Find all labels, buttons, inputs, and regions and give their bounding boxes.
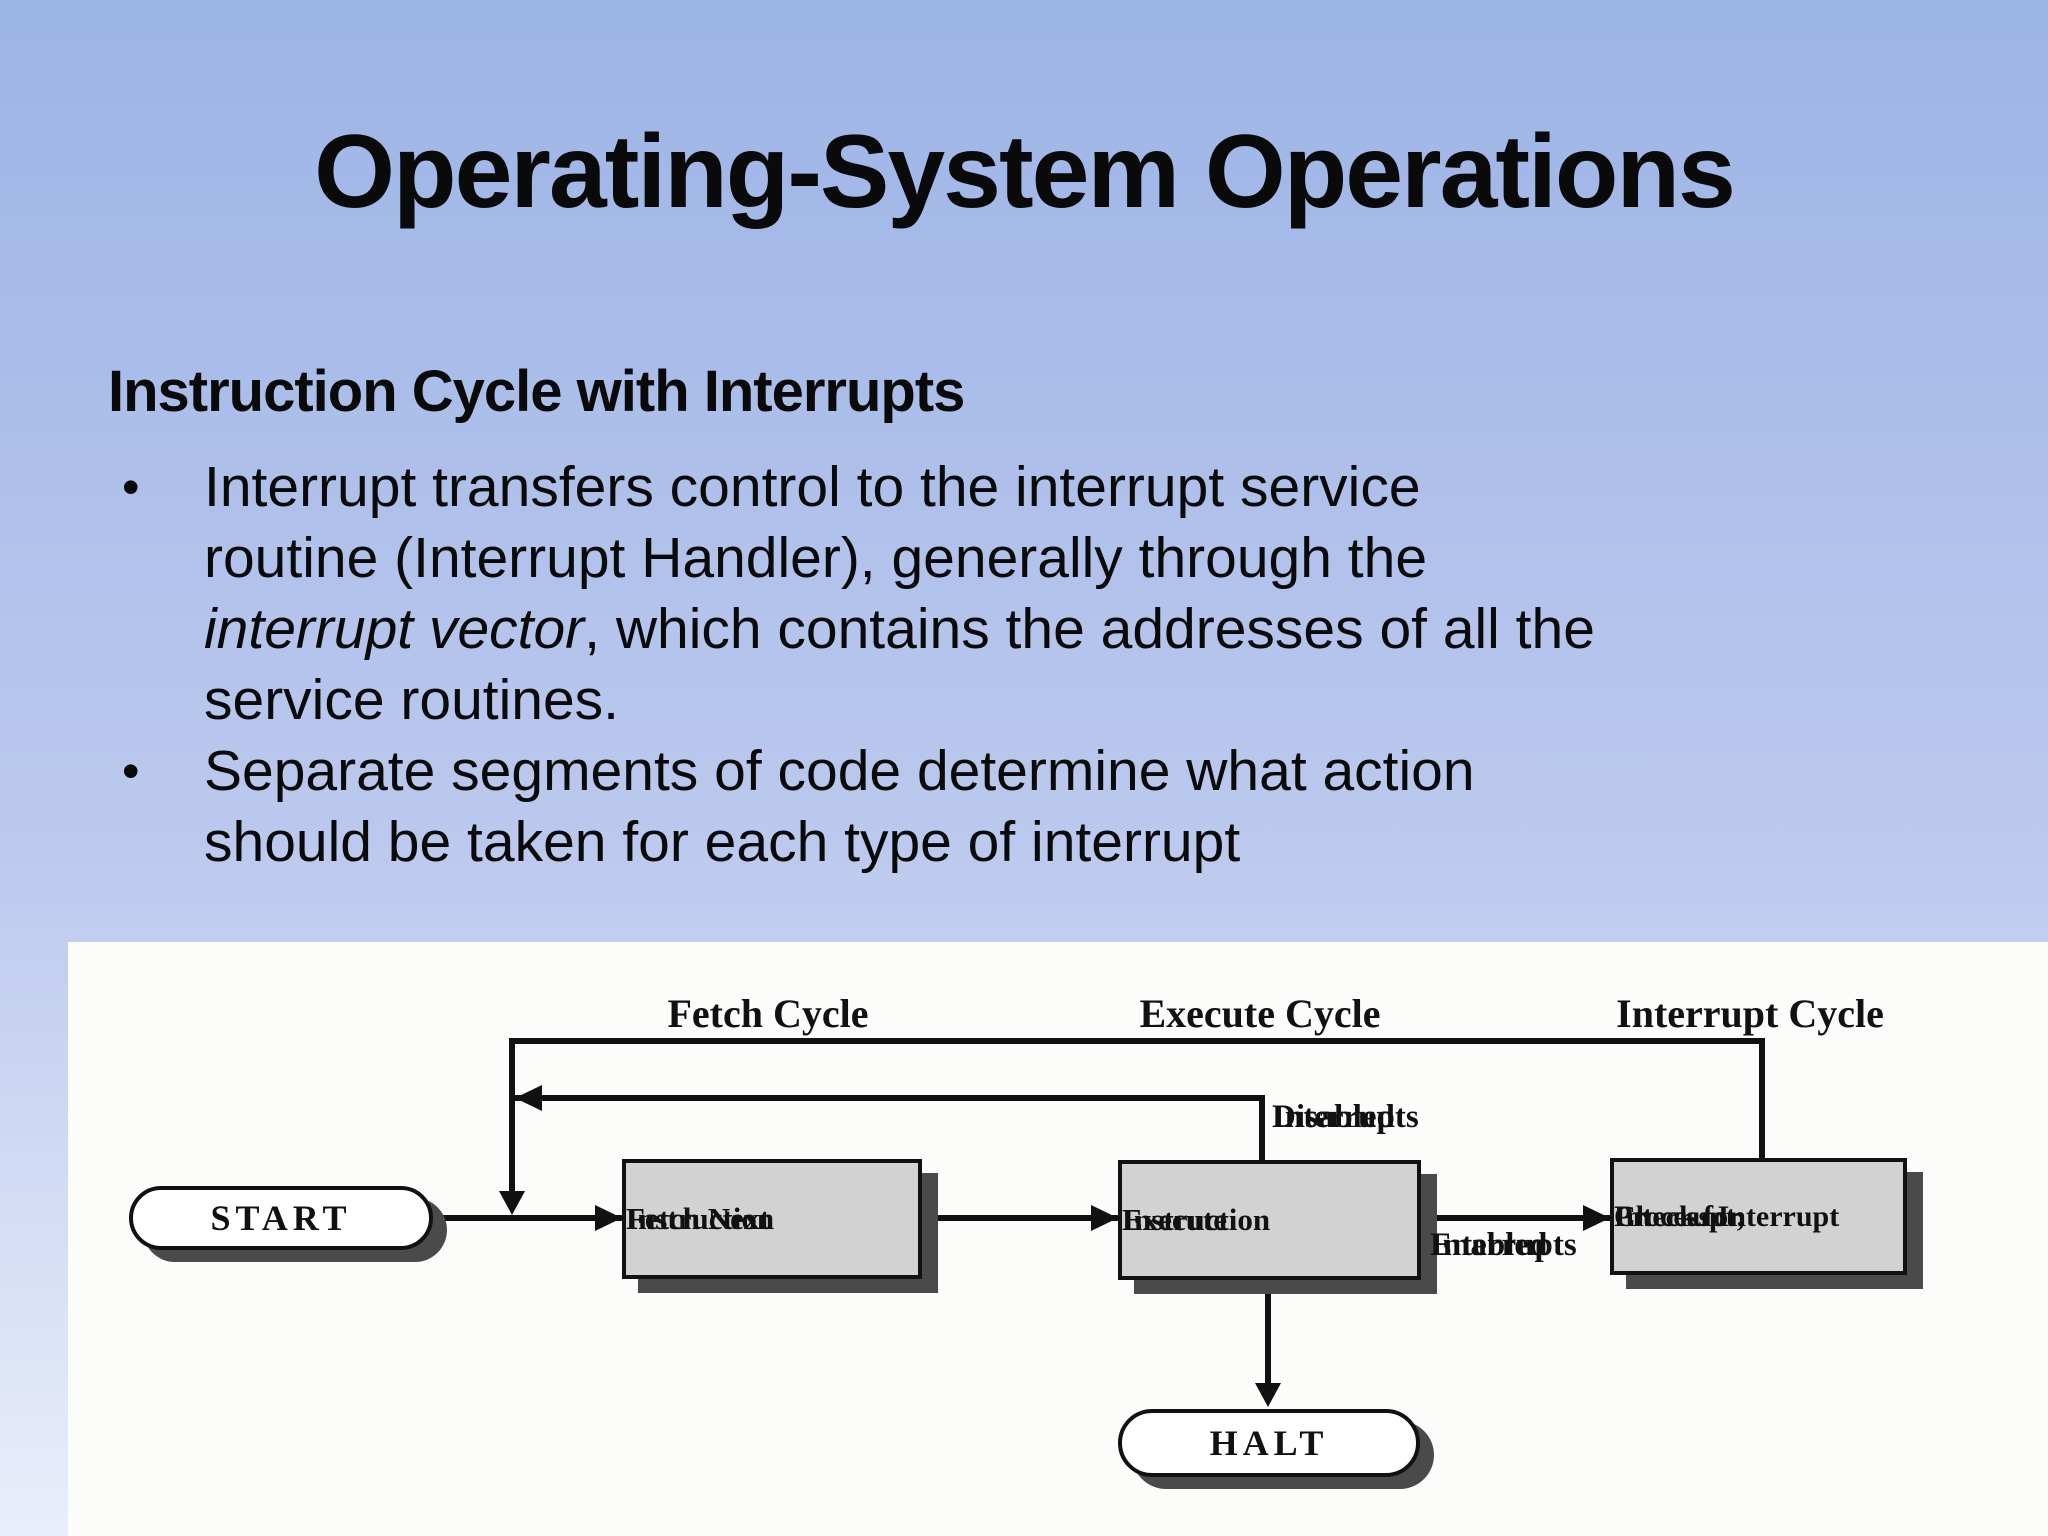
fetch-arrowhead-icon — [595, 1205, 622, 1231]
bullet-line: interrupt vector, which contains the add… — [204, 594, 1968, 665]
bullet-marker: • — [122, 743, 140, 799]
halt-arrowhead-icon — [1255, 1383, 1281, 1407]
execute-to-check-line — [1421, 1215, 1610, 1221]
execute-to-halt-line — [1265, 1280, 1271, 1384]
box-line: Interrupt; — [1614, 1200, 1746, 1233]
start-to-fetch-line — [433, 1215, 622, 1221]
loop-left-connector — [509, 1038, 515, 1191]
box-line: Execute — [1122, 1202, 1228, 1237]
italic-phrase: interrupt vector — [204, 597, 585, 661]
bullet-lines: Interrupt transfers control to the inter… — [204, 452, 1968, 736]
box-line: Check for — [1614, 1200, 1742, 1233]
halt-terminator: HALT — [1118, 1409, 1420, 1477]
fetch-next-instruction-box: Fetch Next Instruction — [622, 1159, 922, 1279]
box-line: Process Interrupt — [1614, 1200, 1840, 1233]
loop-arrowhead-icon — [499, 1191, 525, 1215]
bullet-lines: Separate segments of code determine what… — [204, 736, 1968, 878]
fetch-cycle-label: Fetch Cycle — [667, 991, 869, 1036]
bullet-line: Separate segments of code determine what… — [204, 739, 1475, 803]
flow-diagram-panel: Fetch Cycle Execute Cycle Interrupt Cycl… — [68, 942, 2048, 1536]
execute-cycle-label: Execute Cycle — [1139, 991, 1381, 1036]
label-line: Interrupts — [1430, 1227, 1577, 1263]
bullet-line: should be taken for each type of interru… — [204, 810, 1241, 874]
bullet-marker: • — [122, 459, 140, 515]
interrupts-disabled-line — [515, 1095, 1265, 1101]
box-line: Instruction — [626, 1201, 775, 1236]
bullet-line: routine (Interrupt Handler), generally t… — [204, 526, 1428, 590]
label-line: Disabled — [1272, 1099, 1395, 1135]
bullet-item: • Interrupt transfers control to the int… — [108, 452, 1968, 736]
bullet-line: service routines. — [204, 668, 620, 732]
label-line: Enabled — [1430, 1227, 1548, 1263]
execute-arrowhead-icon — [1091, 1205, 1118, 1231]
bullet-list: • Interrupt transfers control to the int… — [108, 452, 1968, 878]
check-arrowhead-icon — [1583, 1205, 1610, 1231]
fetch-to-execute-line — [922, 1215, 1118, 1221]
execute-instruction-box: Execute Instruction — [1118, 1160, 1421, 1280]
check-for-interrupt-box: Check for Interrupt; Process Interrupt — [1610, 1158, 1907, 1275]
check-box-top-connector — [1759, 1038, 1765, 1160]
box-line: Fetch Next — [626, 1201, 770, 1236]
start-terminator: START — [129, 1186, 433, 1250]
interrupt-cycle-label: Interrupt Cycle — [1616, 991, 1884, 1036]
box-line: Instruction — [1122, 1202, 1271, 1237]
slide-title: Operating-System Operations — [314, 114, 1736, 230]
line-rest: , which contains the addresses of all th… — [584, 597, 1595, 661]
execute-top-connector — [1259, 1095, 1265, 1161]
interrupt-cycle-return-line — [509, 1038, 1765, 1044]
bullet-line: Interrupt transfers control to the inter… — [204, 455, 1421, 519]
bullet-item: • Separate segments of code determine wh… — [108, 736, 1968, 878]
section-heading: Instruction Cycle with Interrupts — [108, 359, 965, 424]
interrupts-disabled-arrowhead-icon — [515, 1085, 542, 1111]
label-line: Interrupts — [1272, 1099, 1419, 1135]
